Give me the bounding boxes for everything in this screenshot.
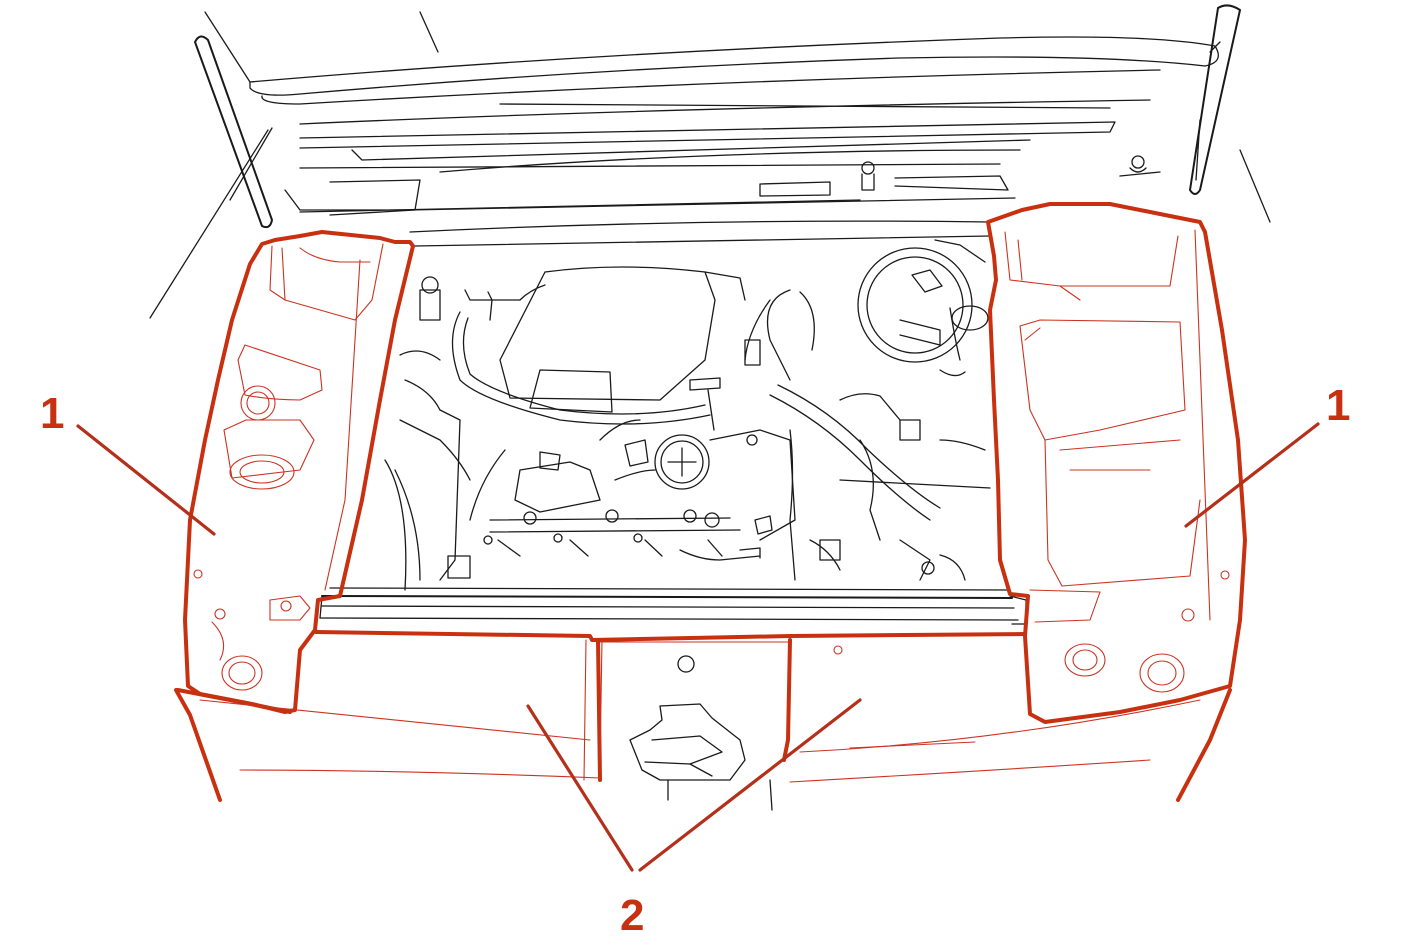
front-panel (174, 630, 1232, 811)
hood-outline (204, 11, 1221, 247)
leader-line-left-panel (76, 424, 216, 536)
callout-number-right-panel: 1 (1326, 381, 1351, 430)
callout-number-left-panel: 1 (40, 389, 65, 438)
leader-line-front-right (638, 698, 862, 872)
callout-leaders (76, 422, 1320, 872)
callout-number-front-panel: 2 (620, 891, 645, 940)
hood-struts (149, 4, 1271, 319)
leader-line-right-panel (1184, 422, 1320, 528)
right-side-panel (986, 202, 1247, 724)
cross-member (319, 587, 1027, 625)
engine-components (384, 239, 991, 591)
left-side-panel (183, 230, 415, 714)
leader-line-front-left (526, 704, 634, 872)
